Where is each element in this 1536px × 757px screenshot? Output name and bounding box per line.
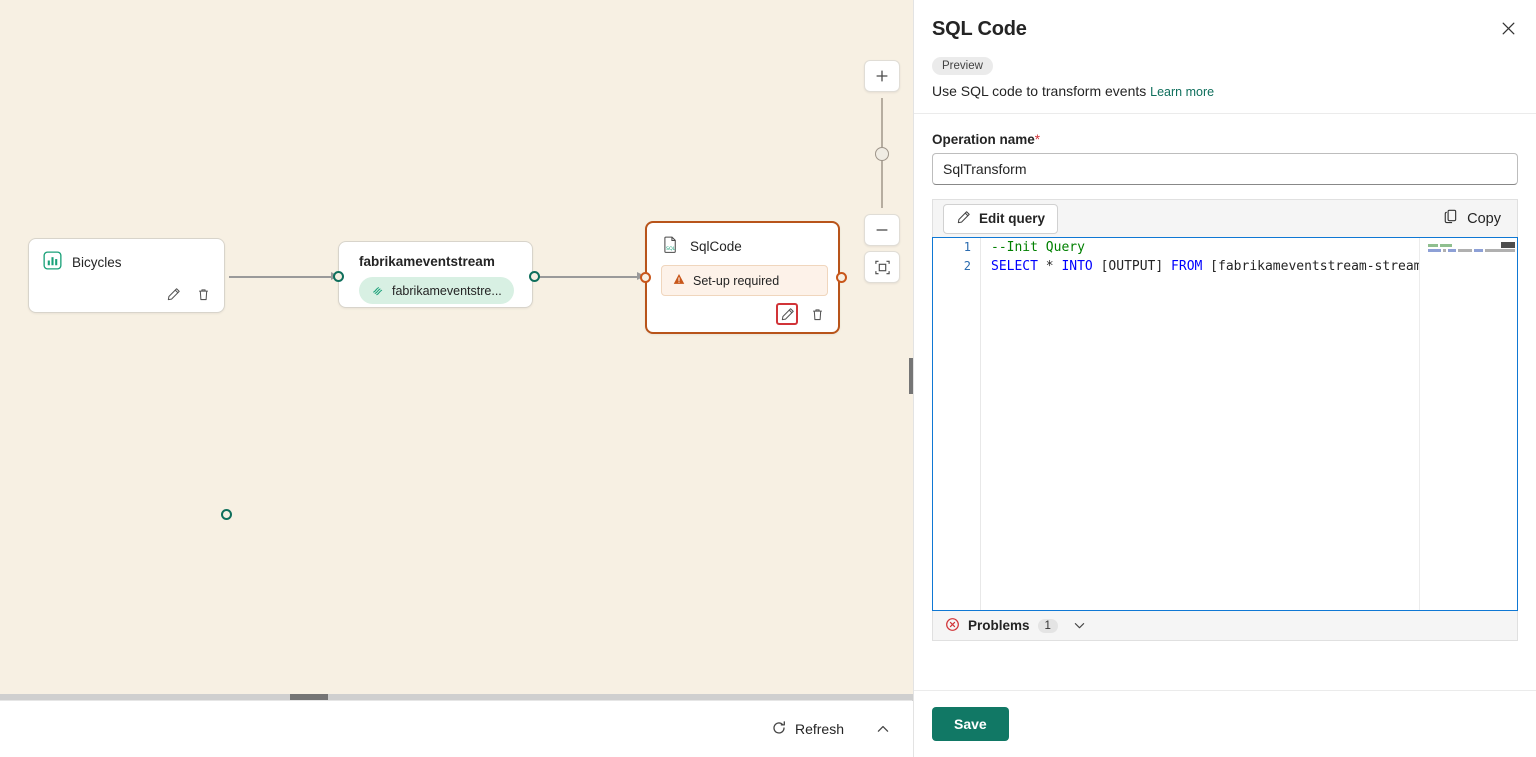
port-stream-output[interactable] [529, 271, 540, 282]
edit-query-button[interactable]: Edit query [943, 203, 1059, 234]
panel-header: SQL Code [914, 0, 1536, 41]
collapse-panel-button[interactable] [870, 716, 896, 742]
fit-screen-icon [874, 260, 890, 274]
sql-file-icon: SQL [661, 235, 680, 257]
node-sqlcode-actions[interactable] [776, 303, 828, 325]
refresh-icon [771, 720, 787, 739]
svg-text:SQL: SQL [666, 246, 676, 252]
close-icon [1502, 22, 1514, 34]
problems-expand-button[interactable] [1072, 618, 1087, 633]
zoom-controls[interactable] [864, 60, 900, 283]
edit-query-label: Edit query [979, 211, 1046, 226]
operation-name-input[interactable] [932, 153, 1518, 185]
editor-minimap[interactable] [1419, 238, 1517, 610]
canvas-hscroll-thumb[interactable] [290, 694, 328, 701]
fit-to-screen-button[interactable] [864, 251, 900, 283]
connector-stream-to-sqlcode [537, 276, 643, 278]
chevron-up-icon [877, 725, 889, 732]
flow-canvas[interactable]: Bicycles fabrikameventstream [0, 0, 913, 694]
line-number: 1 [963, 240, 971, 254]
problems-label: Problems [968, 618, 1030, 633]
bar-chart-icon [43, 251, 62, 273]
problems-count-badge: 1 [1037, 618, 1058, 633]
zoom-slider[interactable] [864, 98, 900, 208]
code-line: SELECT * INTO [OUTPUT] FROM [fabrikameve… [991, 259, 1430, 274]
port-bicycles-output[interactable] [221, 509, 232, 520]
copy-icon [1443, 208, 1460, 229]
panel-description-text: Use SQL code to transform events [932, 83, 1147, 99]
refresh-button[interactable]: Refresh [763, 714, 852, 745]
copy-button[interactable]: Copy [1437, 204, 1507, 233]
page-title: SQL Code [932, 18, 1027, 40]
operation-name-label: Operation name* [932, 132, 1536, 147]
port-sqlcode-output[interactable] [836, 272, 847, 283]
node-sqlcode-title: SqlCode [690, 238, 742, 254]
connector-bicycles-to-stream [229, 276, 337, 278]
close-button[interactable] [1494, 14, 1522, 42]
node-sqlcode[interactable]: SQL SqlCode Set-up required [640, 221, 847, 334]
node-fabrikameventstream-pill-label: fabrikameventstre... [392, 283, 502, 298]
pencil-icon[interactable] [776, 303, 798, 325]
zoom-slider-knob[interactable] [875, 147, 889, 161]
error-circle-icon [945, 617, 960, 635]
operation-name-label-text: Operation name [932, 132, 1035, 147]
node-sqlcode-header: SQL SqlCode [647, 223, 838, 257]
plus-icon [876, 70, 888, 82]
problems-bar[interactable]: Problems 1 [932, 611, 1518, 641]
node-sqlcode-status-label: Set-up required [693, 273, 780, 288]
copy-label: Copy [1467, 210, 1501, 227]
code-line: --Init Query [991, 240, 1085, 255]
canvas-area[interactable]: Bicycles fabrikameventstream [0, 0, 916, 757]
panel-footer: Save [914, 690, 1536, 757]
minimap-scroll-thumb[interactable] [1501, 242, 1515, 248]
zoom-in-button[interactable] [864, 60, 900, 92]
node-fabrikameventstream[interactable]: fabrikameventstream fabrikameventstre... [333, 241, 540, 308]
canvas-hscroll-track[interactable] [0, 694, 913, 701]
pencil-icon [956, 210, 971, 228]
node-fabrikameventstream-pill: fabrikameventstre... [359, 277, 514, 304]
node-bicycles-header: Bicycles [29, 239, 224, 273]
trash-icon[interactable] [192, 283, 214, 305]
required-marker: * [1034, 132, 1041, 147]
preview-badge: Preview [932, 57, 993, 75]
chevron-down-icon [1074, 623, 1085, 629]
sql-code-panel: SQL Code Preview Use SQL code to transfo… [913, 0, 1536, 757]
node-fabrikameventstream-title: fabrikameventstream [359, 254, 495, 269]
save-button[interactable]: Save [932, 707, 1009, 741]
editor-toolbar: Edit query Copy [932, 199, 1518, 237]
node-sqlcode-status-badge: Set-up required [661, 265, 828, 296]
line-number: 2 [963, 259, 971, 273]
node-bicycles-title: Bicycles [72, 254, 122, 270]
node-bicycles[interactable]: Bicycles [28, 238, 232, 520]
minus-icon [876, 229, 888, 231]
canvas-bottom-bar: Refresh [0, 700, 912, 757]
panel-divider [914, 113, 1536, 114]
minimap-line-1 [1428, 244, 1452, 247]
node-bicycles-actions[interactable] [162, 283, 214, 305]
port-sqlcode-input[interactable] [640, 272, 651, 283]
refresh-label: Refresh [794, 721, 844, 737]
learn-more-link[interactable]: Learn more [1150, 85, 1215, 99]
minimap-line-2 [1428, 249, 1515, 252]
eventstream-icon [371, 282, 385, 299]
pencil-icon[interactable] [162, 283, 184, 305]
panel-description: Use SQL code to transform events Learn m… [932, 83, 1536, 99]
warning-icon [672, 272, 686, 289]
port-stream-input[interactable] [333, 271, 344, 282]
zoom-out-button[interactable] [864, 214, 900, 246]
trash-icon[interactable] [806, 303, 828, 325]
canvas-vscroll-thumb[interactable] [909, 358, 916, 394]
